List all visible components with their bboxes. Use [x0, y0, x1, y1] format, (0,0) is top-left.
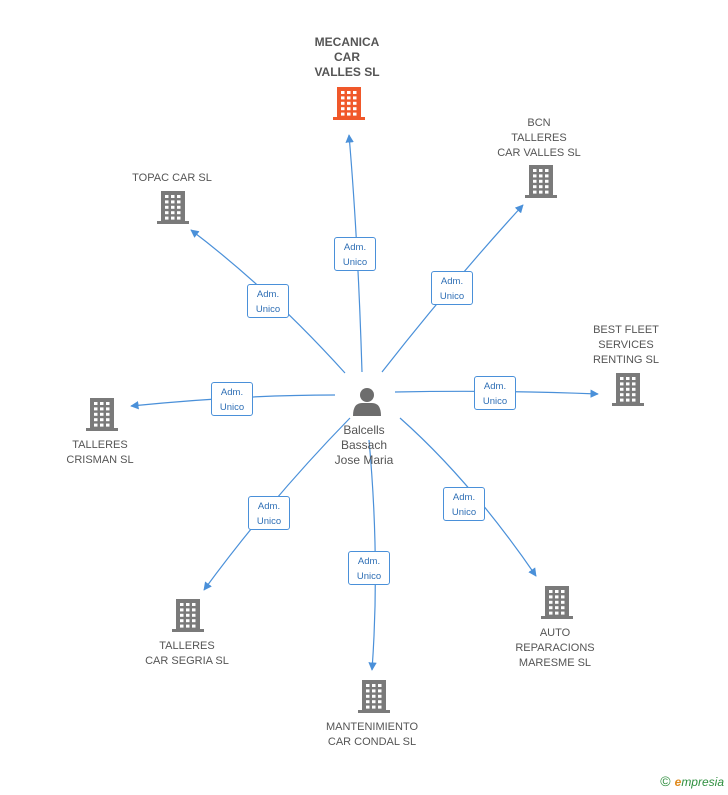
building-icon-auto[interactable]	[541, 586, 573, 619]
building-icon-crisman[interactable]	[86, 398, 118, 431]
edge-label-bcn: Adm. Unico	[431, 271, 473, 305]
building-icon-bcn[interactable]	[525, 165, 557, 198]
edge-label-topac: Adm. Unico	[247, 284, 289, 318]
building-icon-mecanica[interactable]	[333, 87, 365, 120]
copyright-icon: ©	[660, 773, 671, 789]
building-icon-topac[interactable]	[157, 191, 189, 224]
edge-label-bestfleet: Adm. Unico	[474, 376, 516, 410]
company-name-bestfleet[interactable]: BEST FLEET SERVICES RENTING SL	[592, 324, 659, 366]
building-icon-condal[interactable]	[358, 680, 390, 713]
company-name-crisman[interactable]: TALLERES CRISMAN SL	[66, 439, 134, 466]
edge-label-crisman: Adm. Unico	[211, 382, 253, 416]
footer-brand[interactable]: ©empresia	[660, 773, 724, 789]
company-name-condal[interactable]: MANTENIMIENTO CAR CONDAL SL	[325, 721, 419, 748]
edge-label-mecanica: Adm. Unico	[334, 237, 376, 271]
company-name-mecanica[interactable]: MECANICA CAR VALLES SL	[314, 35, 380, 79]
building-icon-bestfleet[interactable]	[612, 373, 644, 406]
brand-initial: e	[674, 775, 682, 789]
building-icon-segria[interactable]	[172, 599, 204, 632]
edge-label-segria: Adm. Unico	[248, 496, 290, 530]
person-icon[interactable]	[353, 388, 381, 416]
company-name-bcn[interactable]: BCN TALLERES CAR VALLES SL	[497, 117, 581, 159]
person-name[interactable]: Balcells Bassach Jose Maria	[334, 423, 394, 467]
company-name-segria[interactable]: TALLERES CAR SEGRIA SL	[145, 640, 229, 667]
edge-label-condal: Adm. Unico	[348, 551, 390, 585]
company-name-topac[interactable]: TOPAC CAR SL	[132, 172, 212, 184]
company-name-auto[interactable]: AUTO REPARACIONS MARESME SL	[515, 627, 595, 669]
edge-label-auto: Adm. Unico	[443, 487, 485, 521]
brand-name: mpresia	[681, 775, 724, 789]
